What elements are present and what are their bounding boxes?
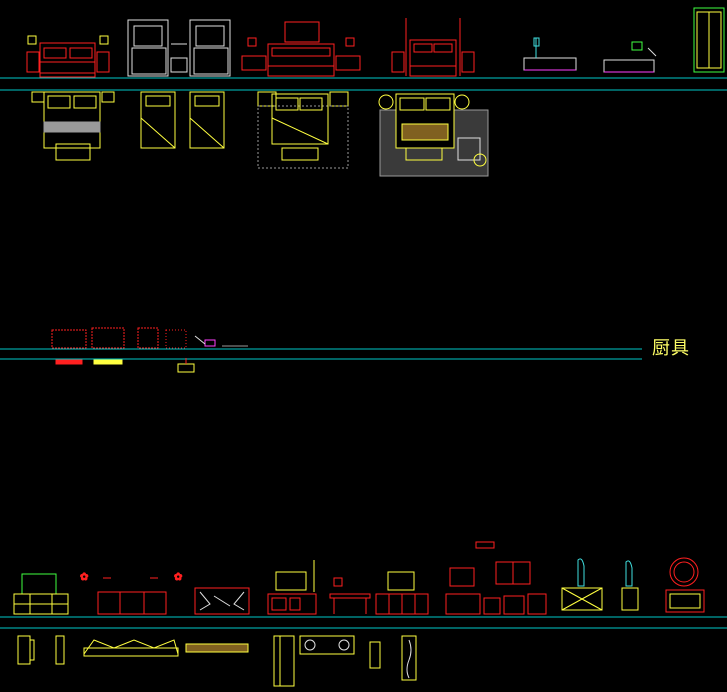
- plan-console-ornate: [401, 635, 417, 681]
- guide-lines: [0, 77, 727, 629]
- bed-plan-with-rug: [257, 91, 349, 169]
- plan-sofa-long: [83, 639, 179, 655]
- plan-pedestal: [369, 641, 381, 669]
- bed-plan-twin: [140, 91, 225, 149]
- bed-plan-with-textured-rug: [378, 93, 489, 177]
- kitchen-plan-yellow: [93, 359, 123, 365]
- kitchen-diag-line: [194, 335, 206, 345]
- bottom-plan-items: [17, 635, 417, 687]
- kitchen-section-label: 厨具: [652, 338, 690, 359]
- cabinet-elevation-lattice: [194, 587, 250, 615]
- side-table-elevation: [329, 577, 371, 614]
- kitchen-cabinet-1: [51, 329, 87, 349]
- sofa-elevation-small: [523, 37, 577, 71]
- bed-elevation-white-twin: [127, 19, 231, 77]
- sideboard-elevation-red: ✿ ✿: [80, 572, 183, 615]
- kitchen-plan-red: [55, 359, 83, 365]
- tv-stand-elevation: [375, 571, 429, 615]
- bed-plan-1: [31, 91, 115, 161]
- bed-elevation-red-canopy: [391, 18, 475, 77]
- svg-text:✿: ✿: [174, 572, 182, 583]
- kitchen-cabinet-2: [91, 327, 125, 349]
- plan-textured-strip: [185, 643, 249, 653]
- kitchen-items: [51, 327, 248, 373]
- dresser-elevation: [13, 573, 69, 615]
- display-cabinet-elevation: [561, 558, 603, 611]
- svg-text:✿: ✿: [80, 572, 88, 583]
- tv-cabinet-elevation: [267, 560, 317, 615]
- kitchen-appliance: [204, 339, 216, 347]
- bed-elevation-red-1: [26, 35, 110, 78]
- chaise-elevation: [603, 41, 657, 73]
- pedestal-elevation: [621, 560, 639, 611]
- media-wall-elevation: [445, 541, 547, 615]
- plan-cabinet-2: [55, 635, 65, 665]
- kitchen-cabinet-3: [137, 327, 159, 349]
- bed-elevation-red-2: [241, 21, 361, 77]
- mirror-console-elevation: [665, 557, 705, 613]
- kitchen-cabinet-4: [165, 329, 187, 349]
- wardrobe-elevation: [693, 7, 725, 73]
